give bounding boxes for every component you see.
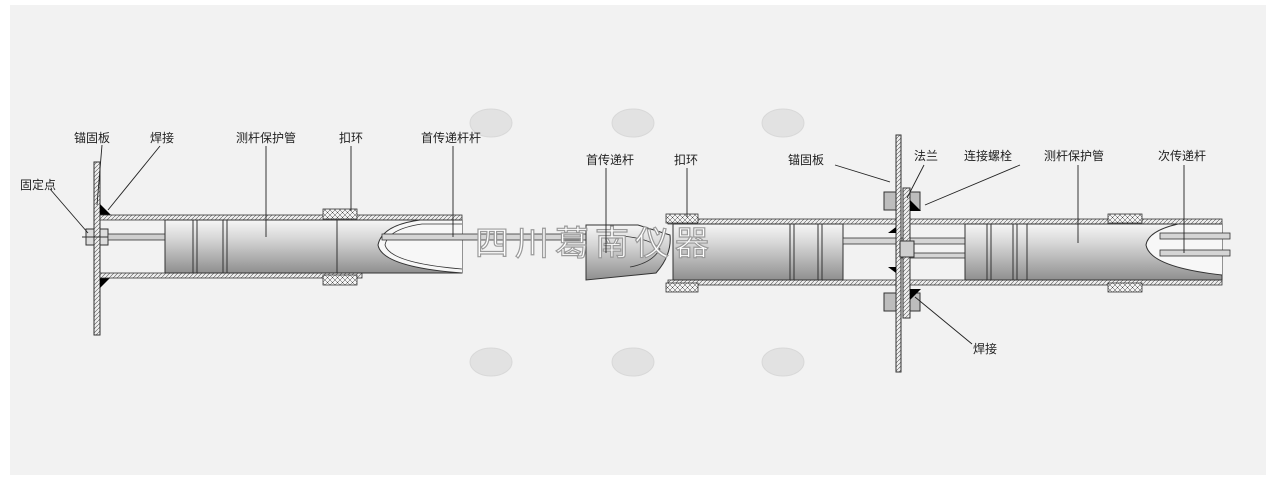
left-assembly	[82, 161, 597, 336]
left-buckle-top	[322, 208, 358, 220]
left-sensor-body	[164, 219, 338, 274]
left-weld-bottom	[100, 277, 111, 288]
label-first-rod-left: 首传递杆杆	[421, 130, 481, 145]
label-connect-bolt: 连接螺栓	[964, 148, 1012, 163]
watermark-logos	[469, 108, 805, 377]
second-rod	[1159, 232, 1231, 240]
left-weld-top	[100, 204, 111, 215]
left-anchor-plate	[93, 161, 101, 336]
right-weld-bottom	[910, 289, 921, 300]
watermark-logo-icon	[761, 347, 805, 377]
right-tube-top-wall	[909, 218, 1223, 225]
label-rod-tube-right: 测杆保护管	[1044, 148, 1104, 163]
left-tube-top-wall	[99, 214, 463, 221]
middle-buckle-bottom	[665, 282, 699, 293]
left-tube-mouth	[377, 219, 463, 274]
right-tube-bottom-wall	[909, 279, 1223, 286]
right-weld-top	[910, 200, 921, 211]
right-buckle-top	[1107, 213, 1143, 224]
displacement-meter-diagram: 四川葛南仪器 固定点 锚固板 焊接 测杆保护管 扣环 首传递杆杆 首传递杆 扣环…	[20, 108, 1231, 377]
middle-assembly	[585, 213, 974, 293]
right-sensor-body	[964, 223, 1028, 281]
connect-bolt-top	[883, 191, 897, 211]
connect-bolt-mid	[899, 240, 915, 258]
left-buckle-bottom	[322, 274, 358, 286]
label-weld-bottom: 焊接	[973, 341, 997, 356]
label-anchor-plate-right: 锚固板	[788, 152, 824, 167]
label-anchor-plate-left: 锚固板	[74, 130, 110, 145]
right-assembly	[909, 213, 1231, 293]
label-first-rod-mid: 首传递杆	[586, 152, 634, 167]
right-buckle-bottom	[1107, 282, 1143, 293]
watermark-text: 四川葛南仪器	[475, 224, 715, 264]
watermark-logo-icon	[611, 108, 655, 138]
connect-bolt-bottom	[883, 292, 897, 312]
diagram-canvas: 四川葛南仪器 固定点 锚固板 焊接 测杆保护管 扣环 首传递杆杆 首传递杆 扣环…	[10, 5, 1266, 475]
middle-tube-mouth	[585, 224, 671, 281]
middle-tube-bottom-wall	[667, 279, 899, 286]
label-buckle-mid: 扣环	[674, 153, 698, 167]
watermark-logo-icon	[761, 108, 805, 138]
watermark-logo-icon	[611, 347, 655, 377]
middle-sensor-body	[672, 223, 844, 281]
middle-buckle-top	[665, 213, 699, 224]
leader-lines	[49, 144, 1185, 345]
label-rod-tube-left: 测杆保护管	[236, 130, 296, 145]
right-anchor	[883, 134, 921, 373]
label-weld-left: 焊接	[150, 130, 174, 145]
label-fixed-point: 固定点	[20, 177, 56, 192]
watermark-logo-icon	[469, 347, 513, 377]
label-buckle-left: 扣环	[339, 131, 363, 145]
watermark-logo-icon	[469, 108, 513, 138]
label-flange: 法兰	[914, 149, 938, 163]
labels: 固定点 锚固板 焊接 测杆保护管 扣环 首传递杆杆 首传递杆 扣环 锚固板 法兰…	[20, 130, 1206, 356]
label-second-rod: 次传递杆	[1158, 148, 1206, 163]
